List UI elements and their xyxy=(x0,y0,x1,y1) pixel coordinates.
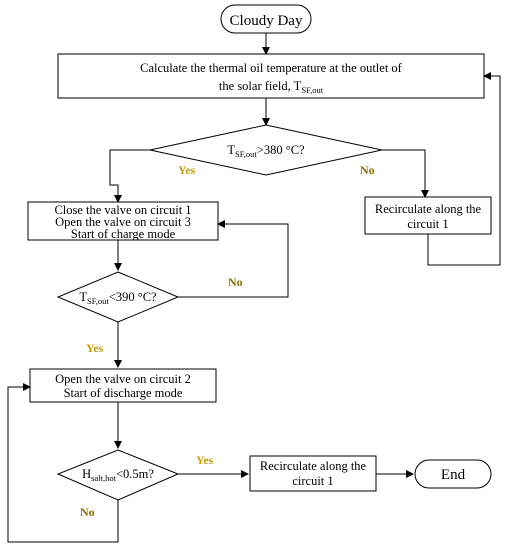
edge-recirc1-back-to-calc xyxy=(427,72,501,266)
edge-decision3-no-loop xyxy=(7,383,119,543)
decision2-no-label: No xyxy=(228,275,243,289)
decision3-no-label: No xyxy=(80,505,95,519)
calc-process: Calculate the thermal oil temperature at… xyxy=(57,53,485,99)
decision2-text: TSF,out<390 °C? xyxy=(79,290,157,306)
recirc2-process: Recirculate along the circuit 1 xyxy=(249,455,377,492)
decision3-text: Hsalt,hot<0.5m? xyxy=(82,467,154,483)
charge-line1: Close the valve on circuit 1 xyxy=(54,203,191,217)
discharge-line1: Open the valve on circuit 2 xyxy=(55,372,191,386)
edge-decision1-yes xyxy=(109,149,150,203)
recirc2-line2: circuit 1 xyxy=(292,474,333,488)
charge-line2: Open the valve on circuit 3 xyxy=(55,215,191,229)
decision2-yes-label: Yes xyxy=(86,341,104,355)
calc-line1: Calculate the thermal oil temperature at… xyxy=(140,61,403,75)
decision3: Hsalt,hot<0.5m? xyxy=(56,449,180,501)
calc-line2: the solar field, TSF,out xyxy=(219,79,324,95)
decision1-text: TSF,out>380 °C? xyxy=(227,143,305,159)
recirc1-process: Recirculate along the circuit 1 xyxy=(364,196,492,235)
discharge-process: Open the valve on circuit 2 Start of dis… xyxy=(29,368,217,403)
recirc1-line1: Recirculate along the xyxy=(375,202,482,216)
decision2: TSF,out<390 °C? xyxy=(56,271,180,323)
connectors xyxy=(7,33,501,543)
decision1-no-label: No xyxy=(360,163,375,177)
end-label: End xyxy=(441,467,466,483)
edge-decision2-no xyxy=(178,220,289,298)
end-terminal: End xyxy=(414,459,492,489)
edge-decision1-no xyxy=(382,149,429,198)
recirc1-line2: circuit 1 xyxy=(407,217,448,231)
decision1-yes-label: Yes xyxy=(178,163,196,177)
start-label: Cloudy Day xyxy=(230,13,303,29)
charge-line3: Start of charge mode xyxy=(71,227,176,241)
start-terminal: Cloudy Day xyxy=(220,4,312,34)
discharge-line2: Start of discharge mode xyxy=(64,386,183,400)
charge-process: Close the valve on circuit 1 Open the va… xyxy=(27,201,219,241)
decision1: TSF,out>380 °C? xyxy=(149,124,383,176)
decision3-yes-label: Yes xyxy=(196,453,214,467)
recirc2-line1: Recirculate along the xyxy=(260,459,367,473)
